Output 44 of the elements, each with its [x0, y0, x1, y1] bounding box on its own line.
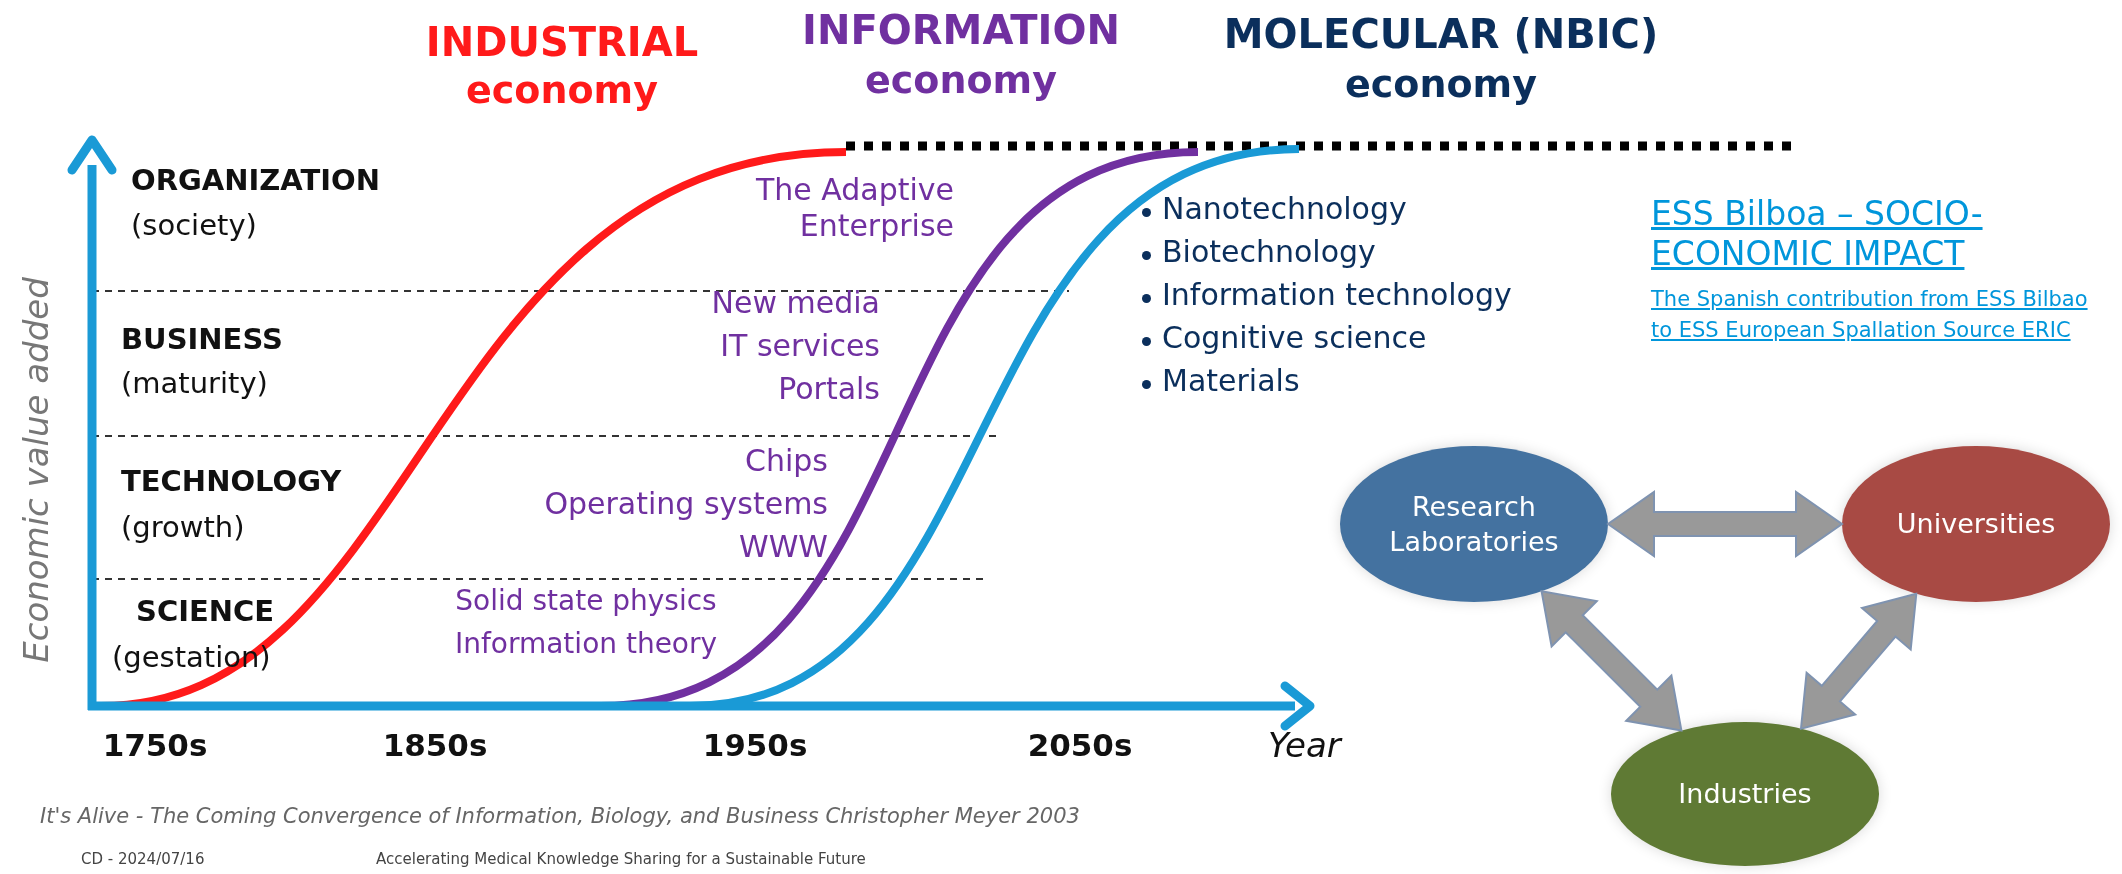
heading: INDUSTRIAL: [425, 18, 699, 66]
node-label: Industries: [1678, 777, 1812, 812]
subtitle-link: The Spanish contribution from ESS Bilbao to ESS European Spallation Source ERIC: [1651, 286, 2089, 344]
tick-label: 1950s: [702, 727, 808, 765]
heading: INFORMATION: [802, 6, 1120, 54]
footer-text: Accelerating Medical Knowledge Sharing for a Sustainable Future: [376, 850, 866, 868]
example-text: Information theory: [454, 627, 718, 661]
caption: It's Alive - The Coming Convergence of Information, Biology, and Business Christopher Meyer 2003: [40, 804, 1080, 830]
example-text: Chips: [745, 443, 828, 479]
bullet-text: Biotechnology: [1162, 234, 1376, 270]
example-text: WWW: [739, 529, 828, 565]
heading: MOLECULAR (NBIC): [1223, 10, 1659, 58]
double-arrow: [1799, 592, 1918, 730]
example-text: The Adaptive Enterprise: [754, 172, 954, 244]
node-label: Universities: [1896, 507, 2056, 542]
stage-label: BUSINESS: [121, 322, 283, 357]
footer-text: CD - 2024/07/16: [81, 850, 205, 868]
stage-label: ORGANIZATION: [131, 163, 380, 198]
stage-label: TECHNOLOGY: [121, 464, 342, 499]
example-text: New media: [711, 285, 880, 321]
stage-label: (maturity): [121, 366, 268, 401]
example-text: Portals: [778, 371, 880, 407]
heading: economy: [1345, 62, 1537, 108]
node-label: Research Laboratories: [1388, 489, 1560, 559]
stage-label: (society): [131, 208, 257, 243]
bullet-text: Information technology: [1162, 277, 1512, 313]
heading: economy: [466, 68, 658, 114]
example-text: Solid state physics: [455, 584, 717, 618]
double-arrow: [1606, 490, 1844, 558]
stage-label: SCIENCE: [136, 594, 275, 629]
title-link: ESS Bilboa – SOCIO-ECONOMIC IMPACT: [1651, 194, 1984, 274]
bullet-text: Cognitive science: [1162, 320, 1427, 356]
example-text: Operating systems: [544, 486, 828, 522]
stage-label: (growth): [121, 510, 245, 545]
example-text: IT services: [720, 328, 880, 364]
bullet-text: Materials: [1162, 363, 1300, 399]
axis-title: Year: [1268, 725, 1341, 766]
bullet-text: Nanotechnology: [1162, 191, 1407, 227]
heading: economy: [865, 58, 1057, 104]
tick-label: 1850s: [382, 727, 488, 765]
tick-label: 2050s: [1027, 727, 1133, 765]
tick-label: 1750s: [102, 727, 208, 765]
double-arrow: [1540, 590, 1683, 732]
axis-title: Economic value added: [15, 277, 57, 663]
